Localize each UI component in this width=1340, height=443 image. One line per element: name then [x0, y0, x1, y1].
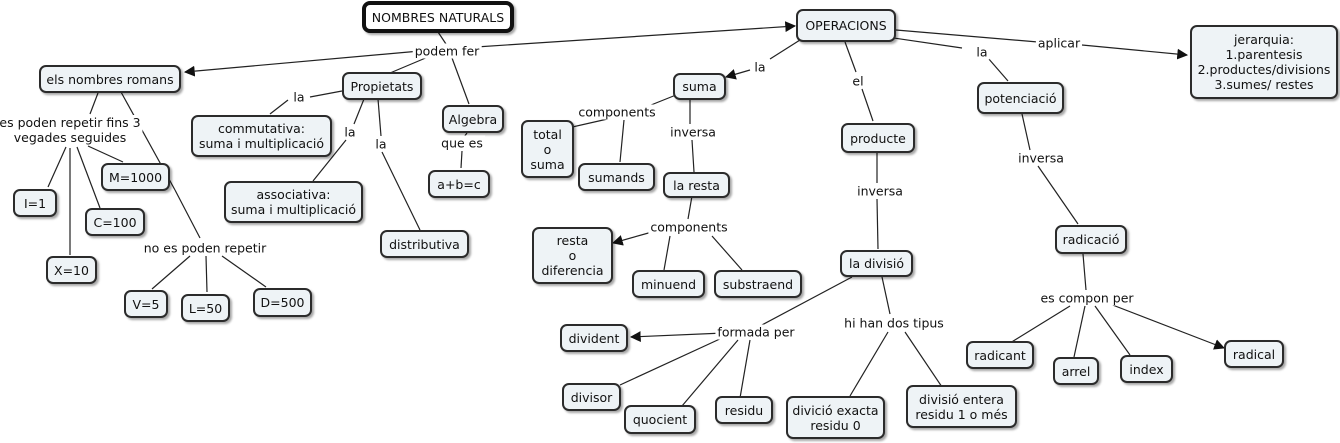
- link-la-commutativa: la: [291, 89, 307, 105]
- link-la-associativa: la: [342, 124, 358, 140]
- link-es-poden-repetir: es poden repetir fins 3 vegades seguides: [0, 115, 143, 145]
- link-no-es-poden-repetir: no es poden repetir: [141, 240, 269, 256]
- concept-i-1[interactable]: I=1: [13, 189, 57, 217]
- link-aplicar: aplicar: [1035, 35, 1083, 51]
- link-hi-han-dos-tipus: hi han dos tipus: [842, 315, 946, 331]
- concept-divisio-entera[interactable]: divisió entera residu 1 o més: [906, 385, 1017, 428]
- concept-minuend[interactable]: minuend: [632, 270, 705, 298]
- concept-v-5[interactable]: V=5: [124, 290, 168, 318]
- concept-d-500[interactable]: D=500: [253, 288, 312, 317]
- link-el-producte: el: [850, 73, 866, 89]
- link-formada-per: formada per: [715, 324, 797, 340]
- concept-a-b-c[interactable]: a+b=c: [428, 170, 490, 198]
- concept-arrel[interactable]: arrel: [1053, 357, 1099, 385]
- link-components-suma: components: [576, 104, 658, 120]
- concept-radical[interactable]: radical: [1224, 340, 1284, 368]
- concept-commutativa[interactable]: commutativa: suma i multiplicació: [191, 115, 332, 157]
- link-es-compon-per: es compon per: [1038, 290, 1136, 306]
- concept-jerarquia[interactable]: jerarquia: 1.parentesis 2.productes/divi…: [1190, 25, 1338, 99]
- concept-index[interactable]: index: [1120, 355, 1173, 383]
- concept-total-suma[interactable]: total o suma: [521, 120, 574, 178]
- concept-radicacio[interactable]: radicació: [1055, 225, 1127, 254]
- concept-radicant[interactable]: radicant: [966, 341, 1034, 369]
- concept-quocient[interactable]: quocient: [624, 405, 696, 434]
- concept-potenciacio[interactable]: potenciació: [977, 82, 1064, 114]
- concept-x-10[interactable]: X=10: [46, 256, 97, 284]
- concept-la-divisio[interactable]: la divisió: [840, 250, 913, 277]
- link-inversa-potenciacio: inversa: [1016, 150, 1066, 166]
- concept-divident[interactable]: divident: [560, 324, 628, 352]
- concept-resta-diferencia[interactable]: resta o diferencia: [532, 227, 613, 284]
- concept-nombres-naturals[interactable]: NOMBRES NATURALS: [362, 1, 514, 33]
- link-la-distributiva: la: [373, 136, 389, 152]
- link-que-es: que es: [439, 135, 485, 151]
- link-components-resta: components: [648, 219, 730, 235]
- concept-associativa[interactable]: associativa: suma i multiplicació: [224, 181, 363, 223]
- link-inversa-producte: inversa: [855, 183, 905, 199]
- concept-suma[interactable]: suma: [673, 73, 726, 100]
- concept-algebra[interactable]: Algebra: [442, 105, 504, 133]
- concept-sumands[interactable]: sumands: [578, 163, 655, 191]
- concept-divisor[interactable]: divisor: [562, 383, 621, 411]
- concept-distributiva[interactable]: distributiva: [380, 230, 469, 258]
- concept-residu[interactable]: residu: [715, 396, 773, 424]
- link-podem-fer: podem fer: [412, 43, 482, 59]
- concept-c-100[interactable]: C=100: [85, 208, 145, 236]
- concept-m-1000[interactable]: M=1000: [101, 163, 170, 191]
- link-la-potenciacio: la: [974, 44, 990, 60]
- concept-substraend[interactable]: substraend: [714, 270, 802, 298]
- concept-divisio-exacta[interactable]: divició exacta residu 0: [786, 396, 885, 439]
- concept-l-50[interactable]: L=50: [181, 294, 230, 322]
- concept-propietats[interactable]: Propietats: [342, 72, 422, 100]
- concept-nombres-romans[interactable]: els nombres romans: [39, 65, 181, 93]
- concept-la-resta[interactable]: la resta: [663, 172, 730, 198]
- link-la-suma: la: [752, 59, 768, 75]
- link-inversa-suma: inversa: [668, 124, 718, 140]
- concept-operacions[interactable]: OPERACIONS: [796, 9, 896, 42]
- concept-producte[interactable]: producte: [841, 123, 915, 153]
